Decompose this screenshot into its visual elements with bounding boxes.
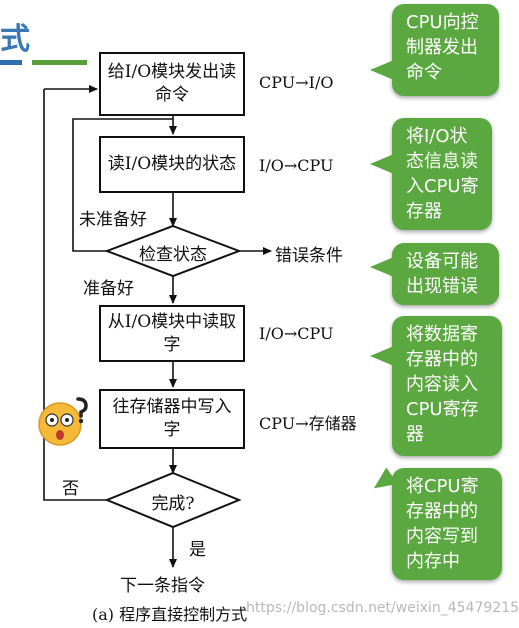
done-label: 完成? (151, 494, 195, 514)
loop-not-ready (72, 118, 173, 252)
label-not-ready: 未准备好 (79, 210, 147, 230)
label-io-to-cpu-data: I/O→CPU (259, 324, 334, 343)
note-device-error: 设备可能出现错误 (370, 243, 499, 305)
label-io-to-cpu-status: I/O→CPU (259, 156, 334, 175)
check-status-diamond (104, 224, 242, 278)
write-word-box: 往存储器中写入字 (99, 389, 245, 449)
label-no: 否 (62, 479, 79, 499)
note-data-to-register: 将数据寄存器中的内容读入CPU寄存器 (370, 316, 502, 456)
label-ready: 准备好 (83, 279, 134, 299)
done-diamond (104, 471, 242, 529)
read-status-box: 读I/O模块的状态 (99, 136, 245, 193)
watermark: https://blog.csdn.net/weixin_45479215 (246, 600, 519, 616)
title-underline-green (32, 60, 87, 65)
check-status-label: 检查状态 (139, 245, 207, 265)
loop-no (43, 89, 107, 501)
label-yes: 是 (189, 540, 206, 560)
label-error-condition: 错误条件 (275, 246, 343, 266)
send-read-command-box: 给I/O模块发出读命令 (99, 52, 245, 116)
label-next-instruction: 下一条指令 (120, 576, 205, 596)
page-title-fragment: 式 (0, 22, 30, 57)
note-cpu-command: CPU向控制器发出命令 (370, 4, 499, 96)
note-register-to-memory: 将CPU寄存器中的内容写到内存中 (392, 468, 502, 580)
label-cpu-to-io: CPU→I/O (259, 73, 334, 92)
shocked-face-with-question-mark-icon (38, 397, 88, 446)
title-underline-blue (0, 60, 22, 65)
figure-caption: (a) 程序直接控制方式 (92, 605, 248, 624)
label-cpu-to-memory: CPU→存储器 (259, 414, 357, 433)
note-status-to-register: 将I/O状态信息读入CPU寄存器 (370, 118, 492, 230)
read-word-box: 从I/O模块中读取字 (99, 305, 245, 362)
